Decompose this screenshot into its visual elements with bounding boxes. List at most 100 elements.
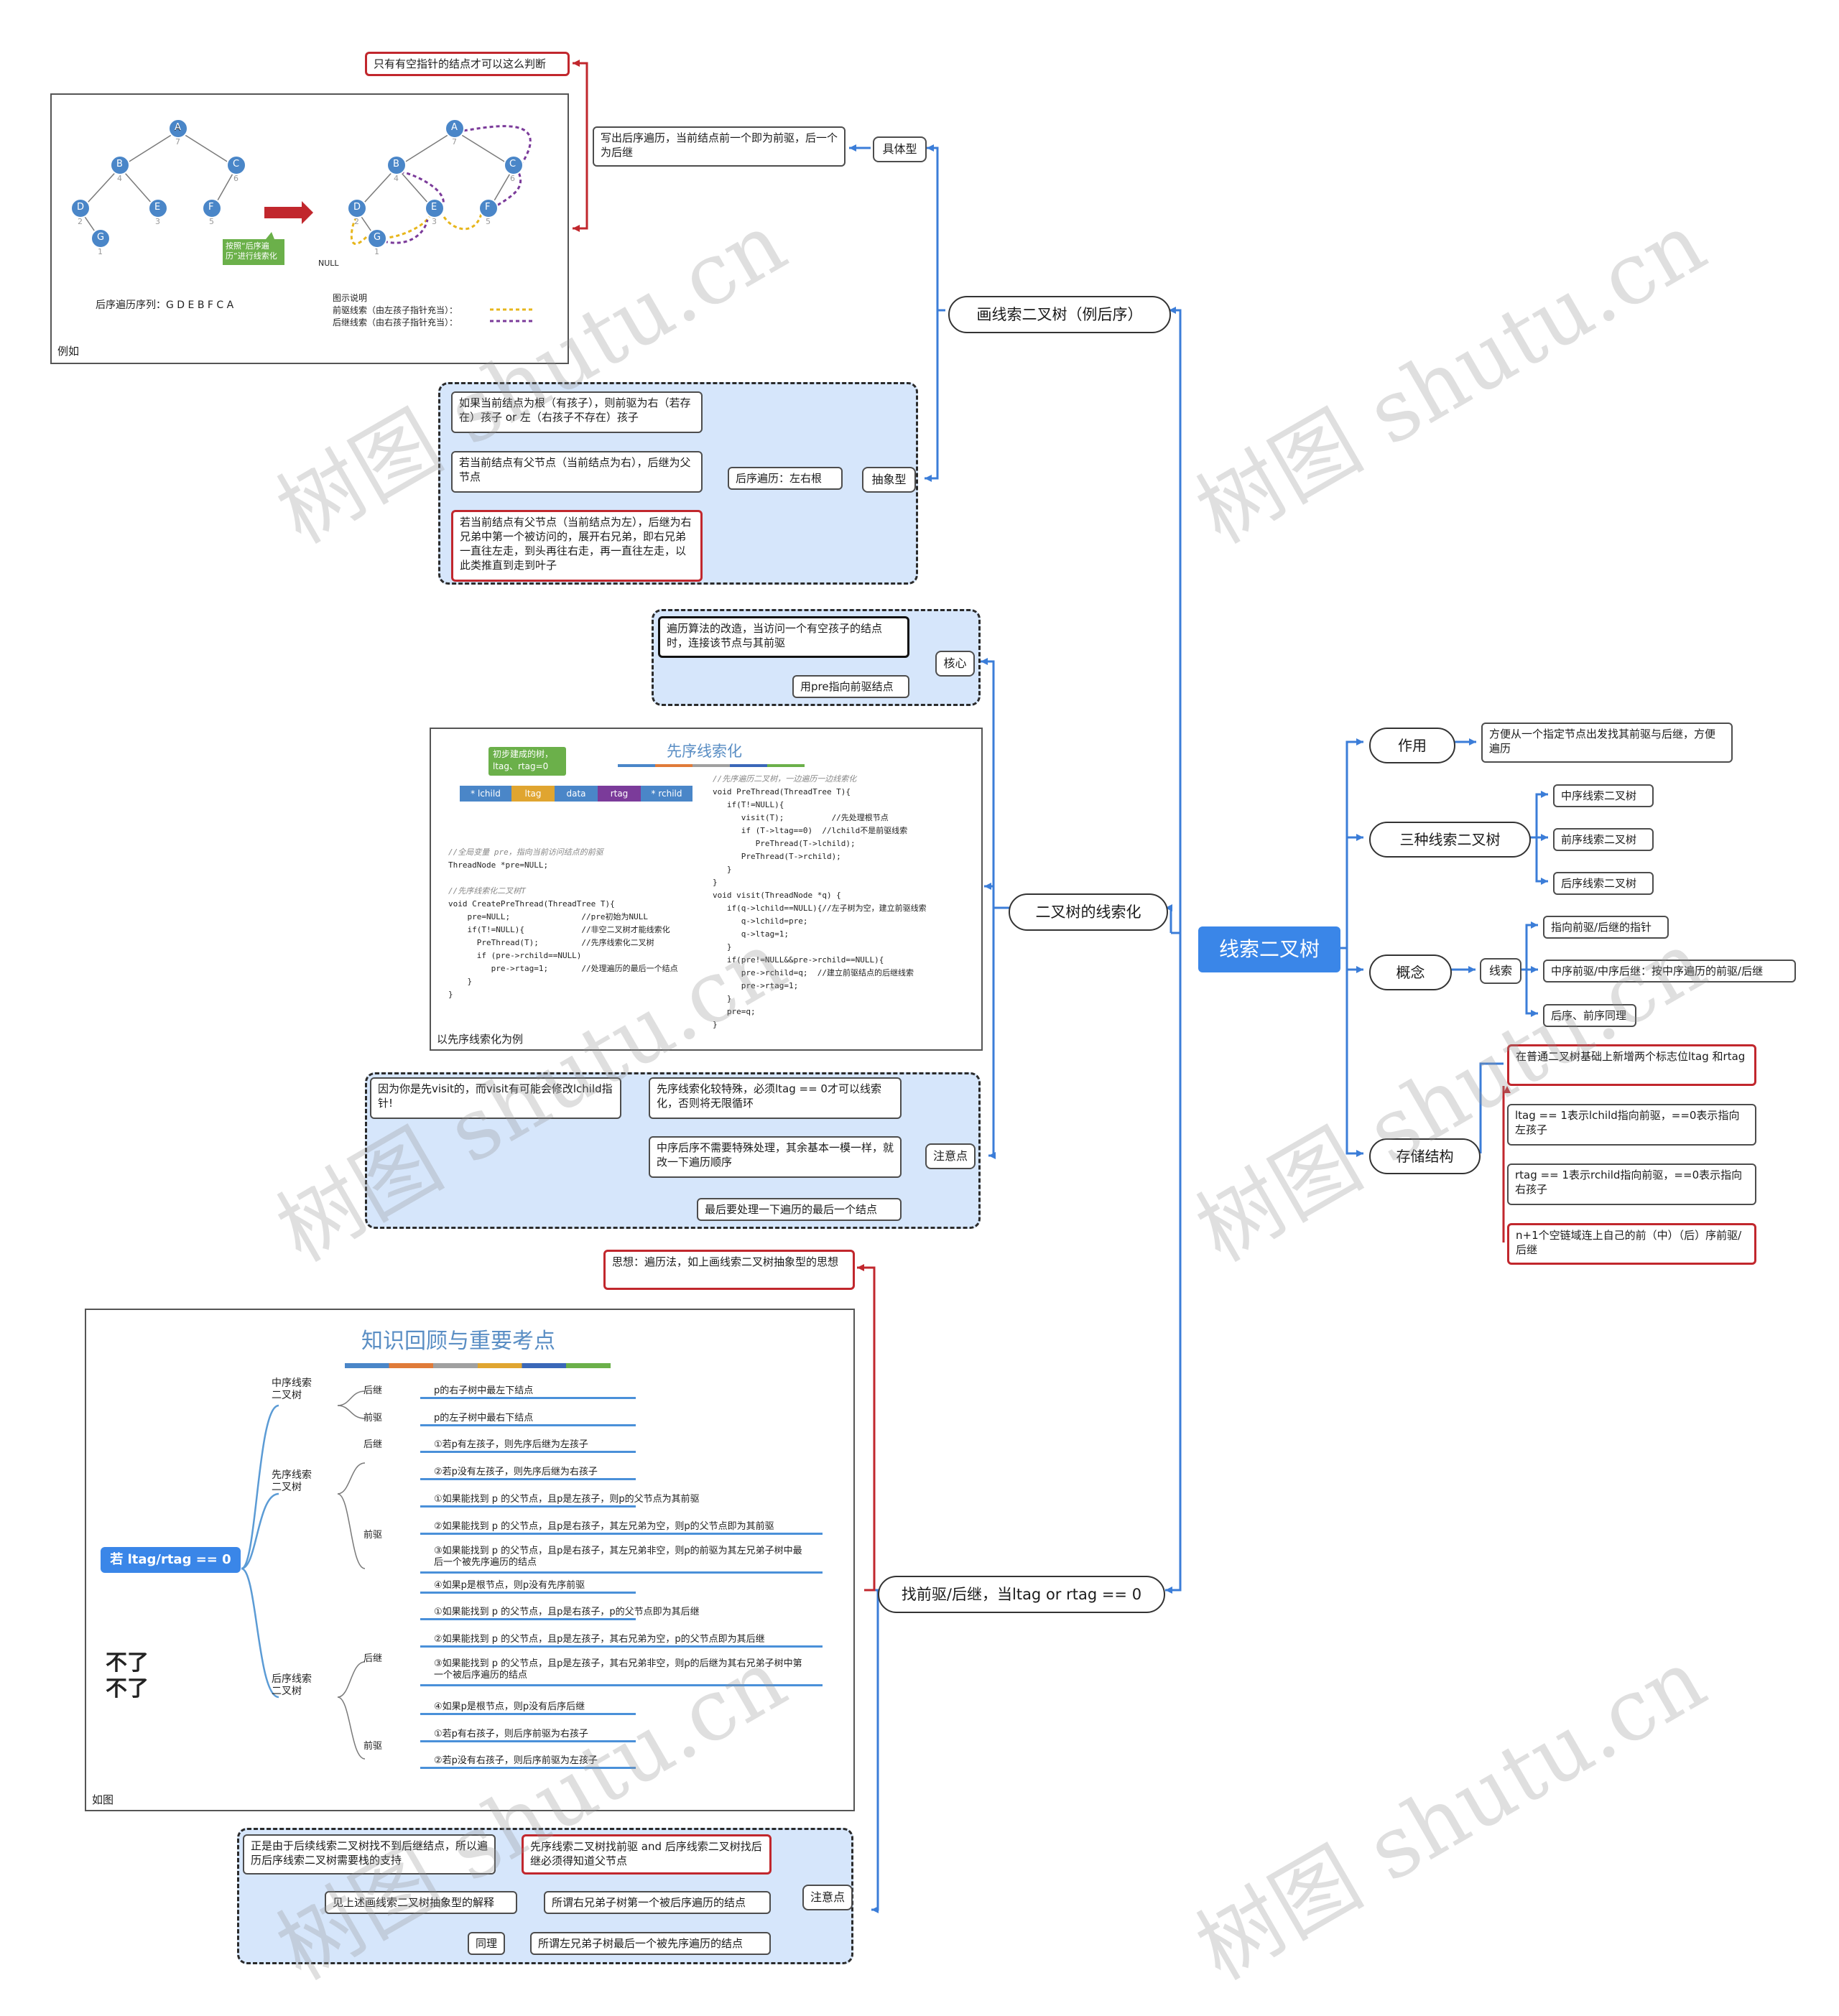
draw-concrete-note[interactable]: 只有有空指针的结点才可以这么判断 (365, 52, 570, 76)
kind-preorder[interactable]: 前序线索二叉树 (1553, 828, 1654, 851)
review-row-underline (420, 1571, 823, 1574)
tree-node-b-1: B (116, 159, 123, 169)
tree-num-a-2: 7 (452, 137, 457, 147)
tree-node-d-1: D (77, 202, 85, 213)
code-line: } (448, 977, 473, 986)
review-tag: 前驱 (363, 1530, 383, 1541)
code-line: if (T->ltag==0) //lchild不是前驱线索 (713, 826, 908, 835)
code-title: 先序线索化 (667, 743, 742, 760)
core-rule[interactable]: 遍历算法的改造，当访问一个有空孩子的结点时，连接该节点与其前驱 (658, 616, 909, 658)
threading-notes-label[interactable]: 注意点 (925, 1143, 976, 1169)
tree-node-g-1: G (97, 232, 105, 243)
find-notes-label[interactable]: 注意点 (802, 1885, 853, 1910)
tree-node-d-2: D (353, 202, 361, 213)
review-tag: 前驱 (363, 1413, 383, 1423)
example-legend-pred: 前驱线索（由左孩子指针充当）： (333, 305, 458, 315)
code-line: pre->rtag=1; //处理遍历的最后一个结点 (448, 964, 678, 973)
tree-num-b-2: 4 (394, 174, 399, 183)
root-node[interactable]: 线索二叉树 (1198, 926, 1340, 972)
review-tag: 后继 (363, 1439, 383, 1450)
branch-threading[interactable]: 二叉树的线索化 (1009, 893, 1168, 931)
branch-three-kinds[interactable]: 三种线索二叉树 (1369, 822, 1531, 858)
review-row-text: ④如果p是根节点，则p没有后序后继 (434, 1701, 585, 1712)
concept-pointer[interactable]: 指向前驱/后继的指针 (1543, 916, 1669, 939)
threading-note-same[interactable]: 中序后序不需要特殊处理，其余基本一模一样，就改一下遍历顺序 (649, 1136, 902, 1178)
threading-note-ltag[interactable]: 先序线索化较特殊，必须ltag == 0才可以线索化，否则将无限循环 (649, 1077, 902, 1119)
find-note-right-sibling[interactable]: 所谓右兄弟子树第一个被后序遍历的结点 (544, 1891, 771, 1914)
core-label[interactable]: 核心 (935, 651, 975, 677)
branch-draw[interactable]: 画线索二叉树（例后序） (948, 296, 1171, 333)
review-category: 中序线索二叉树 (272, 1378, 312, 1401)
tree-node-e-1: E (154, 202, 161, 213)
code-line: //先序遍历二叉树，一边遍历一边线索化 (713, 774, 857, 784)
review-tag: 后继 (363, 1653, 383, 1664)
abstract-rule-root[interactable]: 如果当前结点为根（有孩子），则前驱为右（若存在）孩子 or 左（右孩子不存在）孩… (451, 391, 703, 433)
tree-num-f-1: 5 (209, 217, 214, 226)
draw-abstract[interactable]: 抽象型 (862, 467, 916, 493)
storage-rtag[interactable]: rtag == 1表示rchild指向前驱，==0表示指向右孩子 (1507, 1163, 1756, 1205)
draw-concrete-text[interactable]: 写出后序遍历，当前结点前一个即为前驱，后一个为后继 (593, 126, 846, 167)
concept-thread[interactable]: 线索 (1480, 958, 1521, 984)
zuoyong-text[interactable]: 方便从一个指定节点出发找其前驱与后继，方便遍历 (1481, 723, 1733, 763)
tree-num-g-2: 1 (374, 247, 379, 256)
abstract-postorder[interactable]: 后序遍历：左右根 (728, 467, 843, 490)
code-line: if (pre->rchild==NULL) (448, 951, 582, 960)
review-row-underline (420, 1592, 636, 1594)
code-line: void visit(ThreadNode *q) { (713, 891, 841, 900)
storage-nulllinks[interactable]: n+1个空链域连上自己的前（中）（后）序前驱/后继 (1507, 1223, 1756, 1265)
find-note-same[interactable]: 同理 (468, 1932, 505, 1955)
branch-concept[interactable]: 概念 (1369, 954, 1452, 990)
branch-find[interactable]: 找前驱/后继，当ltag or rtag == 0 (878, 1576, 1165, 1613)
branch-storage[interactable]: 存储结构 (1369, 1138, 1481, 1174)
review-row-underline (420, 1478, 636, 1480)
find-note-stack[interactable]: 正是由于后续线索二叉树找不到后继结点，所以遍历后序线索二叉树需要栈的支持 (243, 1834, 496, 1875)
review-row-text: ③如果能找到 p 的父节点，且p是左孩子，其右兄弟非空，则p的后继为其右兄弟子树… (434, 1658, 802, 1681)
tree-num-a-1: 7 (175, 137, 180, 147)
code-line: } (713, 942, 732, 952)
review-row-text: ①若p有左孩子，则先序后继为左孩子 (434, 1439, 588, 1450)
threading-note-last[interactable]: 最后要处理一下遍历的最后一个结点 (697, 1198, 902, 1221)
find-note-see-above[interactable]: 见上述画线索二叉树抽象型的解释 (325, 1891, 517, 1914)
code-line: q->ltag=1; (713, 929, 789, 939)
example-frame (50, 93, 569, 364)
storage-ltag[interactable]: ltag == 1表示lchild指向前驱，==0表示指向左孩子 (1507, 1104, 1756, 1146)
branch-zuoyong[interactable]: 作用 (1369, 728, 1455, 763)
review-row-underline (420, 1424, 636, 1426)
abstract-rule-right[interactable]: 若当前结点有父节点（当前结点为右），后继为父节点 (451, 451, 703, 493)
example-null: NULL (318, 259, 339, 268)
tree-num-b-1: 4 (117, 174, 122, 183)
storage-tags[interactable]: 在普通二叉树基础上新增两个标志位ltag 和rtag (1507, 1044, 1756, 1086)
review-center: 若 ltag/rtag == 0 (101, 1547, 241, 1573)
code-frame (430, 728, 983, 1051)
field-rchild: * rchild (641, 786, 692, 802)
concept-same[interactable]: 后序、前序同理 (1543, 1004, 1636, 1027)
code-line: PreThread(T->rchild); (713, 852, 841, 861)
code-line: ThreadNode *pre=NULL; (448, 860, 549, 870)
field-rtag: rtag (598, 786, 641, 802)
code-line: } (713, 865, 732, 874)
tree-num-e-2: 3 (432, 217, 437, 226)
find-note-parent[interactable]: 先序线索二叉树找前驱 and 后序线索二叉树找后继必须得知道父节点 (522, 1834, 772, 1875)
code-line: //先序线索化二叉树T (448, 886, 526, 896)
tree-node-c-2: C (509, 159, 517, 169)
kind-postorder[interactable]: 后序线索二叉树 (1553, 872, 1654, 895)
find-note-left-sibling[interactable]: 所谓左兄弟子树最后一个被先序遍历的结点 (530, 1932, 771, 1955)
abstract-rule-left[interactable]: 若当前结点有父节点（当前结点为左），后继为右兄弟中第一个被访问的，展开右兄弟，即… (451, 510, 703, 582)
concept-inorder[interactable]: 中序前驱/中序后继：按中序遍历的前驱/后继 (1543, 960, 1796, 983)
threading-note-visit[interactable]: 因为你是先visit的，而visit有可能会修改lchild指针! (370, 1077, 621, 1119)
review-row-underline (420, 1533, 823, 1535)
field-data: data (555, 786, 598, 802)
tree-node-f-2: F (485, 202, 491, 213)
draw-concrete[interactable]: 具体型 (873, 136, 927, 162)
review-row-underline (420, 1713, 636, 1715)
review-row-text: ③如果能找到 p 的父节点，且p是右孩子，其左兄弟非空，则p的前驱为其左兄弟子树… (434, 1546, 802, 1568)
review-row-text: ①如果能找到 p 的父节点，且p是左孩子，则p的父节点为其前驱 (434, 1494, 700, 1505)
kind-inorder[interactable]: 中序线索二叉树 (1553, 784, 1654, 807)
example-legend-title: 图示说明 (333, 293, 368, 303)
find-idea[interactable]: 思想：遍历法，如上画线索二叉树抽象型的思想 (603, 1250, 855, 1290)
code-line: } (713, 1020, 718, 1029)
review-row-text: ②若p没有右孩子，则后序前驱为左孩子 (434, 1755, 598, 1766)
code-line: pre=NULL; //pre初始为NULL (448, 912, 649, 921)
code-line: visit(T); //先处理根节点 (713, 813, 889, 822)
core-pre[interactable]: 用pre指向前驱结点 (792, 675, 909, 698)
